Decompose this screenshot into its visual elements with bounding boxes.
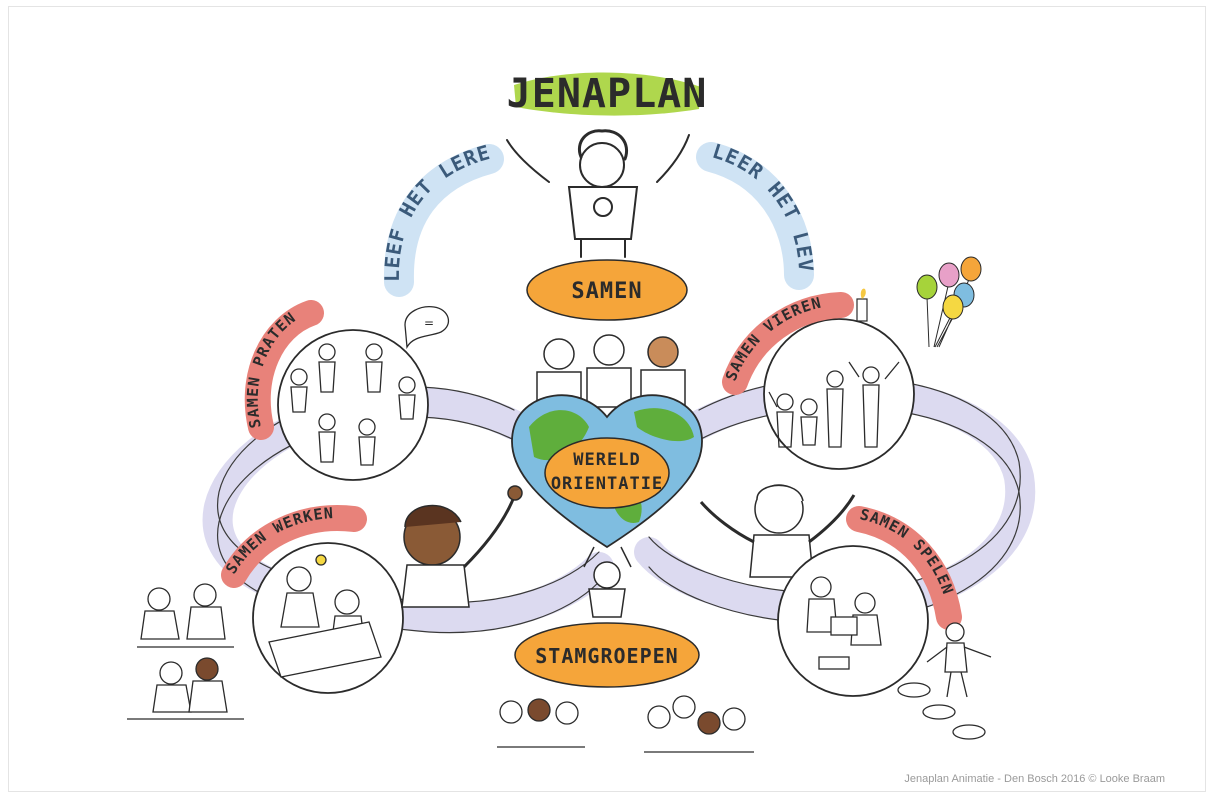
hopscotch-child (897, 622, 992, 740)
illustration-frame: JENAPLAN LEEF HET LEREN LEER HET LEVEN S… (8, 6, 1206, 792)
center-line2: ORIENTATIE (551, 474, 663, 494)
reading-children-top (137, 583, 234, 648)
balloons-icon (916, 256, 982, 348)
three-children (536, 334, 686, 408)
title: JENAPLAN (507, 71, 708, 117)
child-holding-globe (583, 546, 632, 618)
svg-text:LEEF HET LEREN: LEEF HET LEREN (9, 7, 493, 282)
arc-left: LEEF HET LEREN (9, 7, 504, 297)
stamgroepen-pill-text: STAMGROEPEN (535, 644, 678, 668)
circle-samen-praten: = SAMEN PRATEN (244, 300, 450, 481)
stamgroepen-pill: STAMGROEPEN (514, 622, 700, 688)
reading-children-bottom (127, 657, 244, 720)
center-line1: WERELD (573, 450, 640, 470)
samen-pill-text: SAMEN (571, 279, 642, 304)
speech-bubble-text: = (424, 316, 434, 330)
heart-globe: WERELD ORIENTATIE (511, 394, 703, 549)
jenaplan-illustration: JENAPLAN LEEF HET LEREN LEER HET LEVEN S… (9, 7, 1036, 753)
child-arms-wide (699, 484, 856, 578)
samen-pill: SAMEN (526, 259, 688, 321)
bottom-group-right (644, 695, 754, 753)
arc-left-text: LEEF HET LEREN (9, 7, 492, 282)
title-text: JENAPLAN (507, 71, 708, 117)
bottom-group-left (497, 698, 585, 748)
circle-samen-werken: SAMEN WERKEN (221, 504, 404, 694)
circle-samen-vieren: SAMEN VIEREN (722, 288, 915, 470)
child-thumbs-up (401, 485, 523, 608)
teacher-figure (506, 129, 690, 258)
credit-text: Jenaplan Animatie - Den Bosch 2016 © Loo… (904, 773, 1165, 785)
candle-icon (856, 288, 868, 322)
